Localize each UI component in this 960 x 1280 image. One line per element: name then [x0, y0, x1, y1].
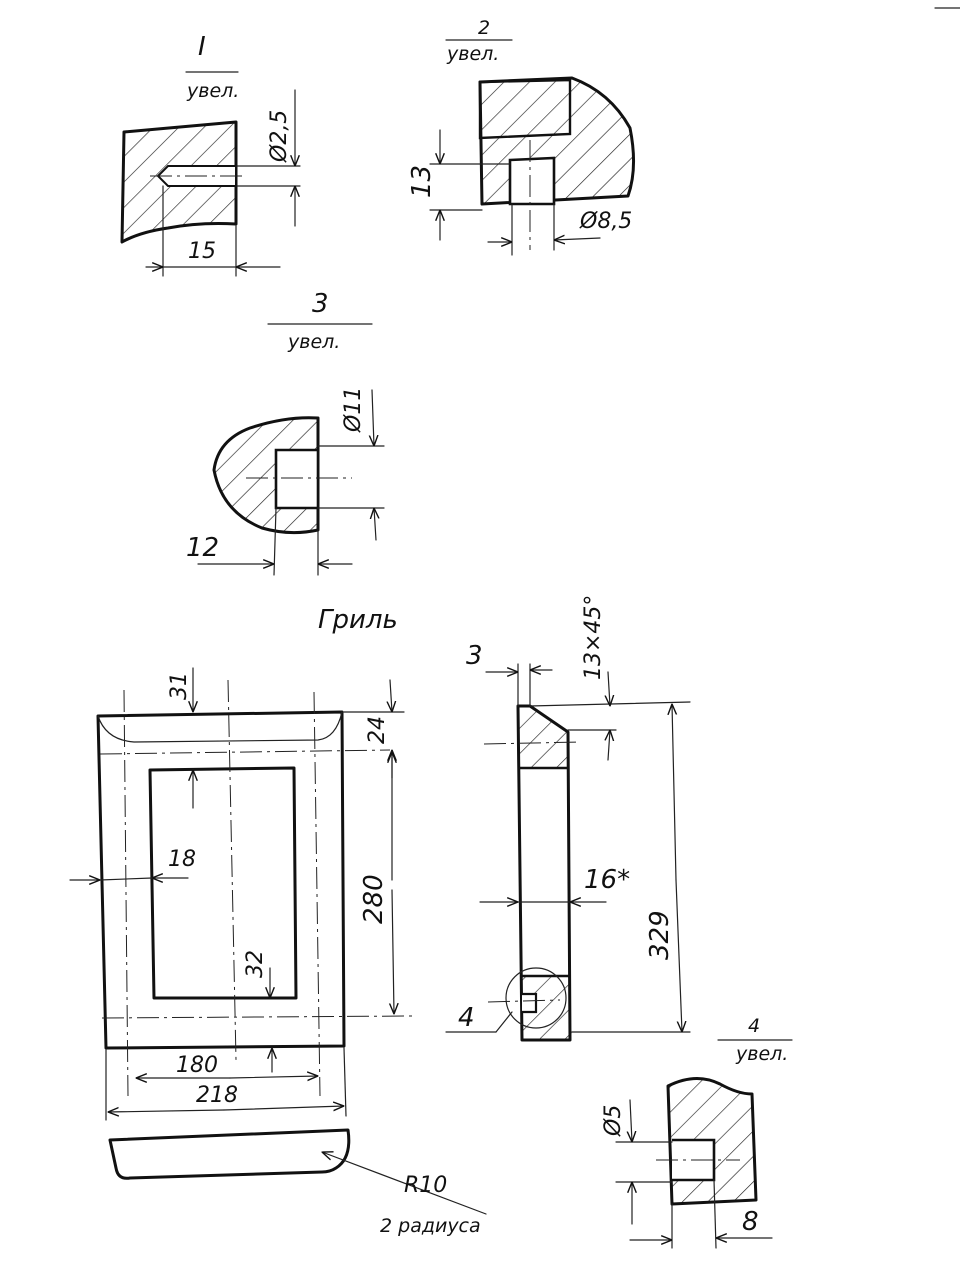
detail-3-section	[212, 416, 320, 535]
detail-2-mark: 2	[478, 17, 490, 39]
frame-outline	[96, 710, 346, 1050]
detail-3-bore	[274, 448, 320, 510]
detail-3-mark: 3	[312, 289, 329, 319]
detail-4-mark: 4	[748, 1015, 760, 1037]
profile-view: R10 2 радиуса	[108, 1128, 487, 1237]
detail-4-dim-length: 8	[742, 1207, 759, 1237]
detail-2-dim-diameter: Ø8,5	[579, 209, 632, 234]
section-dim-height: 329	[645, 910, 675, 960]
drawing-title: Гриль	[318, 605, 398, 635]
detail-2-dim-height: 13	[407, 165, 437, 198]
front-dim-side-band: 18	[168, 847, 196, 872]
section-view: 4 3 13×45° 16* 329	[445, 595, 691, 1042]
section-dim-lip: 3	[466, 641, 483, 671]
frame-opening	[148, 766, 298, 1000]
detail-4-callout-circle	[505, 967, 567, 1029]
detail-1-scale: увел.	[186, 80, 239, 102]
detail-1-mark: I	[198, 32, 206, 62]
section-dim-chamfer: 13×45°	[581, 595, 606, 680]
detail-1-section	[120, 120, 238, 244]
front-dim-inner-width: 180	[176, 1053, 218, 1078]
front-dim-bottom-offset: 32	[243, 950, 268, 978]
front-view: 31 24 280 18 32 180 218	[69, 667, 413, 1121]
detail-4-view: 4 увел. Ø5 8	[601, 1015, 793, 1249]
detail-4-scale: увел.	[735, 1043, 788, 1065]
detail-1-dim-diameter: Ø2,5	[267, 110, 292, 163]
section-outline	[516, 704, 572, 1042]
front-dim-outer-width: 218	[196, 1083, 238, 1108]
front-dim-inner-height: 280	[359, 874, 389, 924]
detail-4-section	[666, 1077, 758, 1206]
detail-2-bore	[508, 156, 556, 206]
detail-3-dim-diameter: Ø11	[341, 387, 366, 433]
detail-2-scale: увел.	[446, 43, 499, 65]
section-dim-thickness: 16*	[584, 865, 630, 895]
profile-outline	[108, 1128, 351, 1180]
front-dim-top-band: 24	[365, 716, 390, 744]
detail-2-view: 2 увел. 13 Ø8,5	[407, 17, 636, 256]
profile-radius-note: 2 радиуса	[380, 1215, 481, 1237]
detail-2-section	[478, 76, 636, 206]
front-dim-top-offset: 31	[167, 672, 192, 700]
detail-3-dim-length: 12	[186, 533, 219, 563]
detail-1-dim-length: 15	[188, 239, 216, 264]
detail-1-view: I увел. Ø2,5 15	[120, 32, 301, 277]
detail-4-dim-diameter: Ø5	[601, 1105, 626, 1137]
profile-dim-radius: R10	[404, 1173, 447, 1198]
detail-3-view: 3 увел. Ø11 12	[186, 289, 385, 576]
detail-3-scale: увел.	[287, 331, 340, 353]
section-callout: 4	[458, 1003, 475, 1033]
